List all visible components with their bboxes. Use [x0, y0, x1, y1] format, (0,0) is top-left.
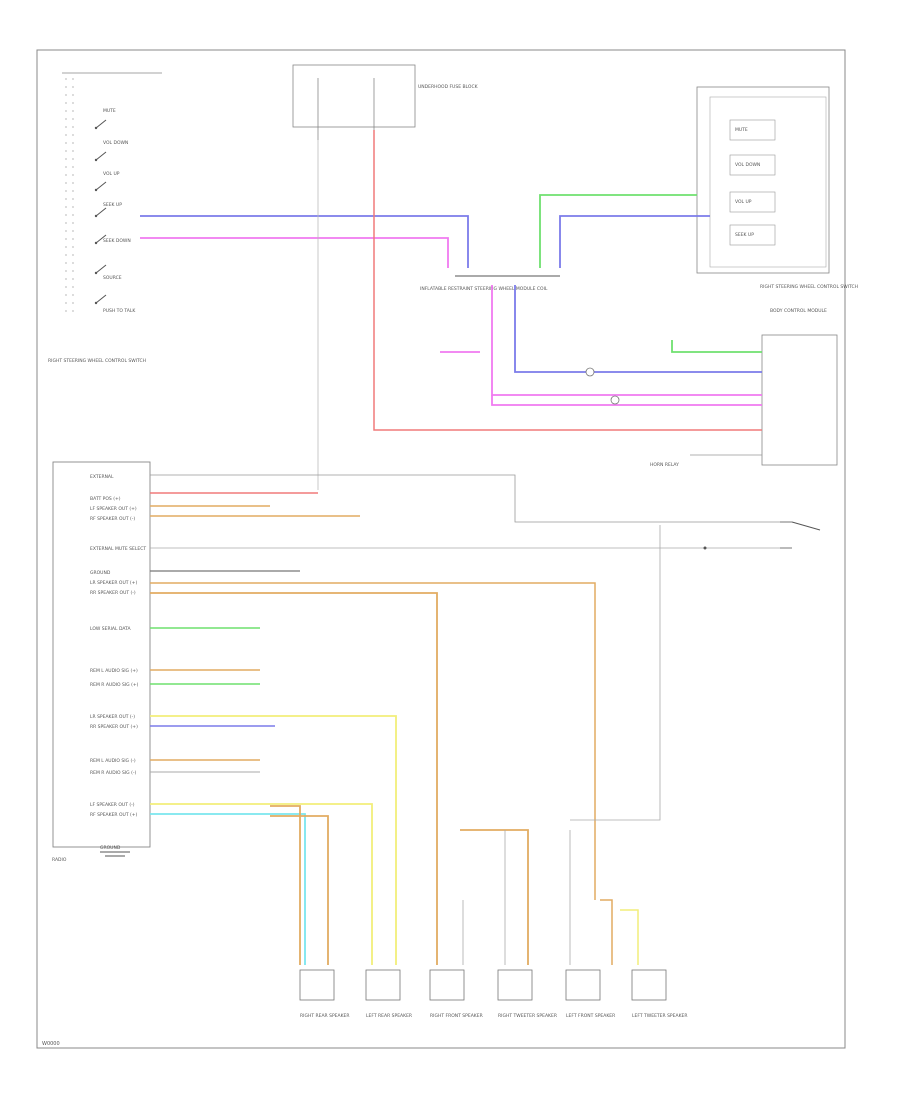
- wire-rr-minus: [150, 592, 438, 965]
- wire-lr-minus: [150, 715, 397, 965]
- left-switch-caption: RIGHT STEERING WHEEL CONTROL SWITCH: [48, 358, 146, 364]
- radio-pin-label: REM L AUDIO SIG (+): [90, 668, 138, 674]
- wire-rf-plus: [150, 813, 306, 965]
- wire-red-battery: [373, 130, 762, 431]
- left-switch-vol-up: VOL UP: [94, 171, 120, 192]
- ground-label: GROUND: [100, 845, 121, 851]
- left-switch-label: SEEK DOWN: [103, 238, 131, 244]
- footer-code: W0000: [42, 1041, 60, 1047]
- left-switch-label: PUSH TO TALK: [103, 308, 136, 314]
- speaker-label: RIGHT TWEETER SPEAKER: [498, 1013, 557, 1019]
- wire-external: [150, 474, 780, 523]
- speaker-right-front: RIGHT FRONT SPEAKER: [429, 969, 483, 1019]
- left-switch-source: SOURCE: [94, 264, 122, 281]
- radio-pin-label: GROUND: [90, 570, 111, 576]
- wire-gray-right: [570, 525, 661, 821]
- wire-blue-right: [559, 215, 710, 268]
- radio-pin-label: EXTERNAL: [90, 474, 114, 480]
- speaker-label: RIGHT FRONT SPEAKER: [430, 1013, 483, 1019]
- wire-magenta-left: [140, 237, 449, 268]
- speaker-left-rear: LEFT REAR SPEAKER: [365, 969, 412, 1019]
- radio-pin-label: RF SPEAKER OUT (-): [90, 516, 135, 522]
- radio-pin-label: LF SPEAKER OUT (-): [90, 802, 135, 808]
- left-switch-ptt: PUSH TO TALK: [94, 294, 136, 314]
- wire-lf-2: [270, 815, 329, 965]
- radio-pin-label: LR SPEAKER OUT (+): [90, 580, 137, 586]
- right-switch-label: VOL UP: [735, 199, 752, 205]
- wire-green-right: [539, 194, 697, 268]
- speaker-left-tweeter: LEFT TWEETER SPEAKER: [631, 969, 688, 1019]
- radio-box: [52, 461, 151, 848]
- clock-spring-label: INFLATABLE RESTRAINT STEERING WHEEL MODU…: [420, 286, 548, 292]
- radio-pin-label: REM R AUDIO SIG (+): [90, 682, 139, 688]
- wire-lf-minus: [150, 803, 373, 965]
- wire-left-tweeter: [620, 909, 639, 965]
- radio-pin-label: BATT POS (+): [90, 496, 121, 502]
- right-switch-label: SEEK UP: [735, 232, 754, 238]
- left-steering-switch: MUTE VOL DOWN VOL UP SEEK UP SEEK DOWN S…: [48, 72, 162, 364]
- body-control-module: BODY CONTROL MODULE: [761, 308, 838, 466]
- right-steering-switch: MUTE VOL DOWN VOL UP SEEK UP RIGHT STEER…: [696, 86, 858, 290]
- wire-blue-bcm: [514, 285, 762, 373]
- radio-pin-label: REM L AUDIO SIG (-): [90, 758, 136, 764]
- wire-rf-plus-2: [270, 805, 301, 965]
- left-switch-vol-down: VOL DOWN: [94, 140, 128, 162]
- right-switch-label: VOL DOWN: [735, 162, 760, 168]
- radio-pin-label: REM R AUDIO SIG (-): [90, 770, 136, 776]
- speaker-label: RIGHT REAR SPEAKER: [300, 1013, 350, 1019]
- radio-pin-label: RR SPEAKER OUT (-): [90, 590, 136, 596]
- wire-green-bcm: [671, 340, 762, 353]
- speaker-right-rear: RIGHT REAR SPEAKER: [299, 969, 350, 1019]
- left-switch-label: SOURCE: [103, 275, 122, 281]
- right-switch-label: MUTE: [735, 127, 748, 133]
- fuse-block-label: UNDERHOOD FUSE BLOCK: [418, 84, 479, 90]
- radio-pin-label: LR SPEAKER OUT (-): [90, 714, 135, 720]
- left-switch-label: VOL UP: [103, 171, 120, 177]
- radio-pin-label: LF SPEAKER OUT (+): [90, 506, 137, 512]
- radio-pin-label: RR SPEAKER OUT (+): [90, 724, 138, 730]
- speaker-label: LEFT FRONT SPEAKER: [566, 1013, 615, 1019]
- wire-lr-plus: [150, 582, 596, 900]
- wire-magenta-bcm-2: [491, 395, 762, 406]
- wire-magenta-bcm-1: [491, 285, 762, 396]
- radio-pin-label: EXTERNAL MUTE SELECT: [90, 546, 146, 552]
- horn-relay-label: HORN RELAY: [650, 462, 679, 468]
- ext-mute-switch: [703, 521, 821, 550]
- ground-symbol: GROUND: [100, 845, 130, 857]
- left-switch-label: MUTE: [103, 108, 116, 114]
- left-switch-seek-down: SEEK DOWN: [94, 234, 131, 245]
- outer-frame: [36, 49, 846, 1049]
- bcm-label: BODY CONTROL MODULE: [770, 308, 827, 314]
- speaker-label: LEFT TWEETER SPEAKER: [632, 1013, 688, 1019]
- radio-label: RADIO: [52, 857, 67, 863]
- speaker-label: LEFT REAR SPEAKER: [366, 1013, 412, 1019]
- left-switch-seek-up: SEEK UP: [94, 202, 122, 218]
- fuse-block: UNDERHOOD FUSE BLOCK: [292, 64, 479, 140]
- wire-tweeter-r: [460, 829, 529, 965]
- left-switch-label: VOL DOWN: [103, 140, 128, 146]
- speaker-left-front: LEFT FRONT SPEAKER: [565, 969, 615, 1019]
- speaker-right-tweeter: RIGHT TWEETER SPEAKER: [497, 969, 557, 1019]
- radio-pin-label: RF SPEAKER OUT (+): [90, 812, 138, 818]
- left-switch-mute: MUTE: [94, 108, 116, 130]
- wire-blue-left: [140, 215, 469, 268]
- right-switch-caption: RIGHT STEERING WHEEL CONTROL SWITCH: [760, 284, 858, 290]
- wire-lf-speaker: [600, 899, 613, 965]
- left-switch-label: SEEK UP: [103, 202, 122, 208]
- radio-pin-label: LOW SERIAL DATA: [90, 626, 131, 632]
